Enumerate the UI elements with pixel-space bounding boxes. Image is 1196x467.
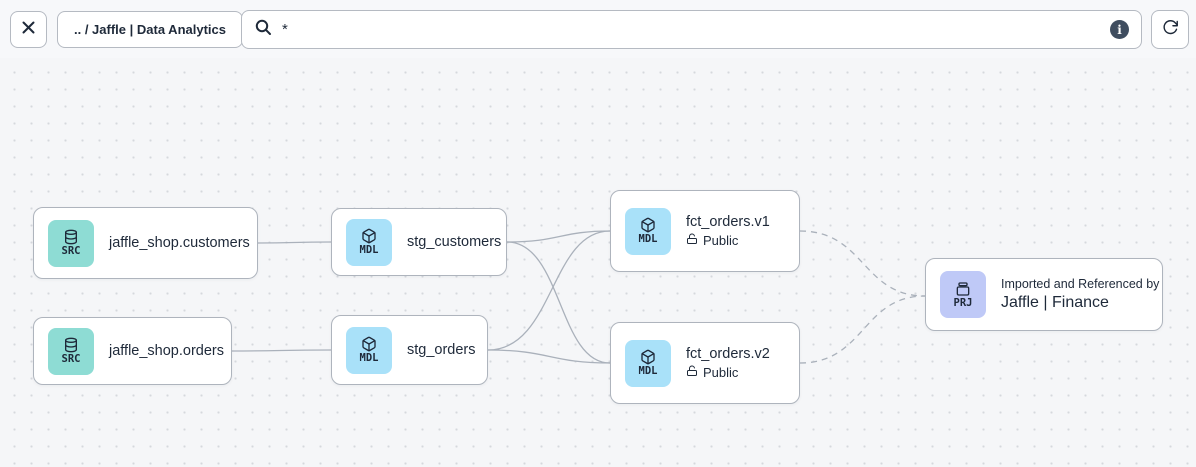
edge-src-customers-to-stg-customers [257,241,332,244]
project-badge: PRJ [940,271,986,318]
node-jaffle-shop-orders[interactable]: SRC jaffle_shop.orders [33,317,232,385]
close-button[interactable] [10,11,47,48]
badge-label: MDL [359,244,379,257]
model-badge: MDL [346,218,392,266]
badge-label: MDL [638,365,658,378]
access-row: Public [686,365,770,380]
badge-label: SRC [61,245,81,258]
node-project-jaffle-finance[interactable]: PRJ Imported and Referenced by Jaffle | … [925,258,1163,331]
edge-src-orders-to-stg-orders [231,349,332,352]
cube-icon [640,217,656,233]
database-icon [63,337,79,353]
node-stg-orders[interactable]: MDL stg_orders [331,315,488,385]
node-title: jaffle_shop.customers [109,235,250,251]
node-title: jaffle_shop.orders [109,343,225,359]
source-badge: SRC [48,327,94,375]
search-bar[interactable]: i [241,10,1142,49]
node-jaffle-shop-customers[interactable]: SRC jaffle_shop.customers [33,207,258,279]
node-fct-orders-v2[interactable]: MDL fct_orders.v2 Public [610,322,800,404]
edge-stg-customers-to-fct-v1 [506,230,611,243]
node-title: stg_orders [407,342,476,358]
breadcrumb[interactable]: .. / Jaffle | Data Analytics [57,11,243,48]
edge-stg-orders-to-fct-v1 [487,230,611,351]
cube-icon [361,228,377,244]
access-label: Public [703,365,739,380]
badge-label: SRC [61,353,81,366]
edge-stg-customers-to-fct-v2 [506,241,611,364]
unlock-icon [686,233,698,248]
node-title: fct_orders.v2 [686,346,770,362]
project-subtitle: Imported and Referenced by [1001,277,1160,291]
unlock-icon [686,365,698,380]
node-title: fct_orders.v1 [686,214,770,230]
refresh-button[interactable] [1151,10,1189,49]
model-badge: MDL [346,326,392,374]
edge-fct-v1-to-project [799,230,926,297]
node-title: stg_customers [407,234,502,250]
archive-icon [955,281,971,297]
search-icon [254,18,272,41]
toolbar: .. / Jaffle | Data Analytics i [0,0,1196,58]
node-fct-orders-v1[interactable]: MDL fct_orders.v1 Public [610,190,800,272]
badge-label: MDL [359,352,379,365]
search-input[interactable] [282,21,1100,38]
access-label: Public [703,233,739,248]
edge-stg-orders-to-fct-v2 [487,349,611,364]
model-badge: MDL [625,207,671,255]
badge-label: PRJ [953,296,973,309]
breadcrumb-label: .. / Jaffle | Data Analytics [74,22,226,37]
model-badge: MDL [625,339,671,387]
database-icon [63,229,79,245]
node-stg-customers[interactable]: MDL stg_customers [331,208,507,276]
refresh-icon [1162,19,1179,41]
access-row: Public [686,233,770,248]
source-badge: SRC [48,219,94,267]
edge-fct-v2-to-project [799,295,926,364]
cube-icon [361,336,377,352]
project-title: Jaffle | Finance [1001,294,1109,311]
cube-icon [640,349,656,365]
close-icon [21,20,36,40]
badge-label: MDL [638,233,658,246]
info-icon[interactable]: i [1110,20,1129,39]
